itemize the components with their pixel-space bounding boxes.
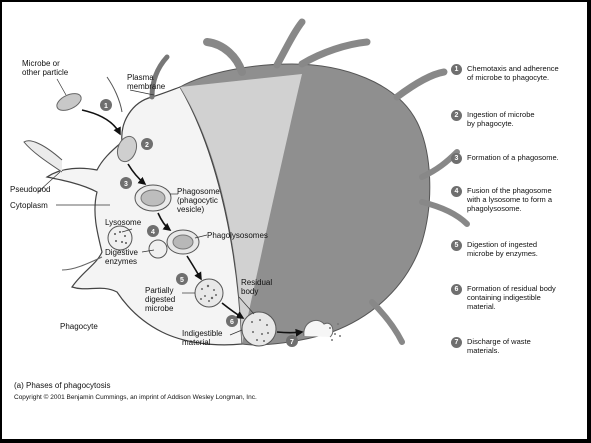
step-description: Ingestion of microbe by phagocyte.: [467, 110, 587, 128]
svg-text:2: 2: [145, 142, 149, 149]
step-description: Chemotaxis and adherence of microbe to p…: [467, 64, 587, 82]
microbe-particle: [54, 90, 83, 114]
phagolysosome-1-microbe: [173, 235, 193, 249]
label-phagolysosomes: Phagolysosomes: [207, 231, 268, 240]
label-microbe: Microbe or other particle: [22, 59, 68, 77]
svg-text:3: 3: [124, 181, 128, 188]
phagolysosome-2: [195, 279, 223, 307]
figure-caption: (a) Phases of phagocytosis: [14, 381, 111, 390]
diagram-badge-5: 5: [176, 273, 188, 285]
residual-body: [242, 312, 276, 346]
discharge-vesicle: [304, 320, 333, 337]
lysosome: [108, 226, 132, 250]
label-partially-digested: Partially digested microbe: [145, 286, 175, 313]
step-number-badge: 1: [451, 64, 462, 75]
step-number-badge: 5: [451, 240, 462, 251]
diagram-badge-1: 1: [100, 99, 112, 111]
svg-text:1: 1: [104, 103, 108, 110]
label-indigestible-material: Indigestible material: [182, 329, 222, 347]
step-number-badge: 3: [451, 153, 462, 164]
label-cytoplasm: Cytoplasm: [10, 201, 48, 210]
diagram-badge-2: 2: [141, 138, 153, 150]
label-plasma-membrane: Plasma membrane: [127, 73, 165, 91]
label-phagocyte: Phagocyte: [60, 322, 98, 331]
step-description: Formation of a phagosome.: [467, 153, 587, 162]
diagram-badge-6: 6: [226, 315, 238, 327]
diagram-badge-7: 7: [286, 335, 298, 347]
slide: 1 2 3 4 5 6 7 Microbe or other particle …: [2, 2, 587, 439]
diagram-badge-3: 3: [120, 177, 132, 189]
step-number-badge: 4: [451, 186, 462, 197]
copyright-notice: Copyright © 2001 Benjamin Cummings, an i…: [14, 394, 257, 401]
svg-text:6: 6: [230, 319, 234, 326]
svg-text:4: 4: [151, 229, 155, 236]
label-pseudopod: Pseudopod: [10, 185, 50, 194]
svg-text:5: 5: [180, 277, 184, 284]
label-phagosome: Phagosome (phagocytic vesicle): [177, 187, 220, 214]
step-description: Digestion of ingested microbe by enzymes…: [467, 240, 587, 258]
fusing-lysosome: [149, 240, 167, 258]
diagram-badge-4: 4: [147, 225, 159, 237]
label-lysosome: Lysosome: [105, 218, 141, 227]
label-digestive-enzymes: Digestive enzymes: [105, 248, 138, 266]
step-description: Discharge of waste materials.: [467, 337, 587, 355]
step-number-badge: 7: [451, 337, 462, 348]
phagosome-microbe: [141, 190, 165, 206]
step-description: Formation of residual body containing in…: [467, 284, 587, 311]
label-residual-body: Residual body: [241, 278, 272, 296]
step-number-badge: 2: [451, 110, 462, 121]
svg-text:7: 7: [290, 339, 294, 346]
step-description: Fusion of the phagosome with a lysosome …: [467, 186, 587, 213]
step-number-badge: 6: [451, 284, 462, 295]
